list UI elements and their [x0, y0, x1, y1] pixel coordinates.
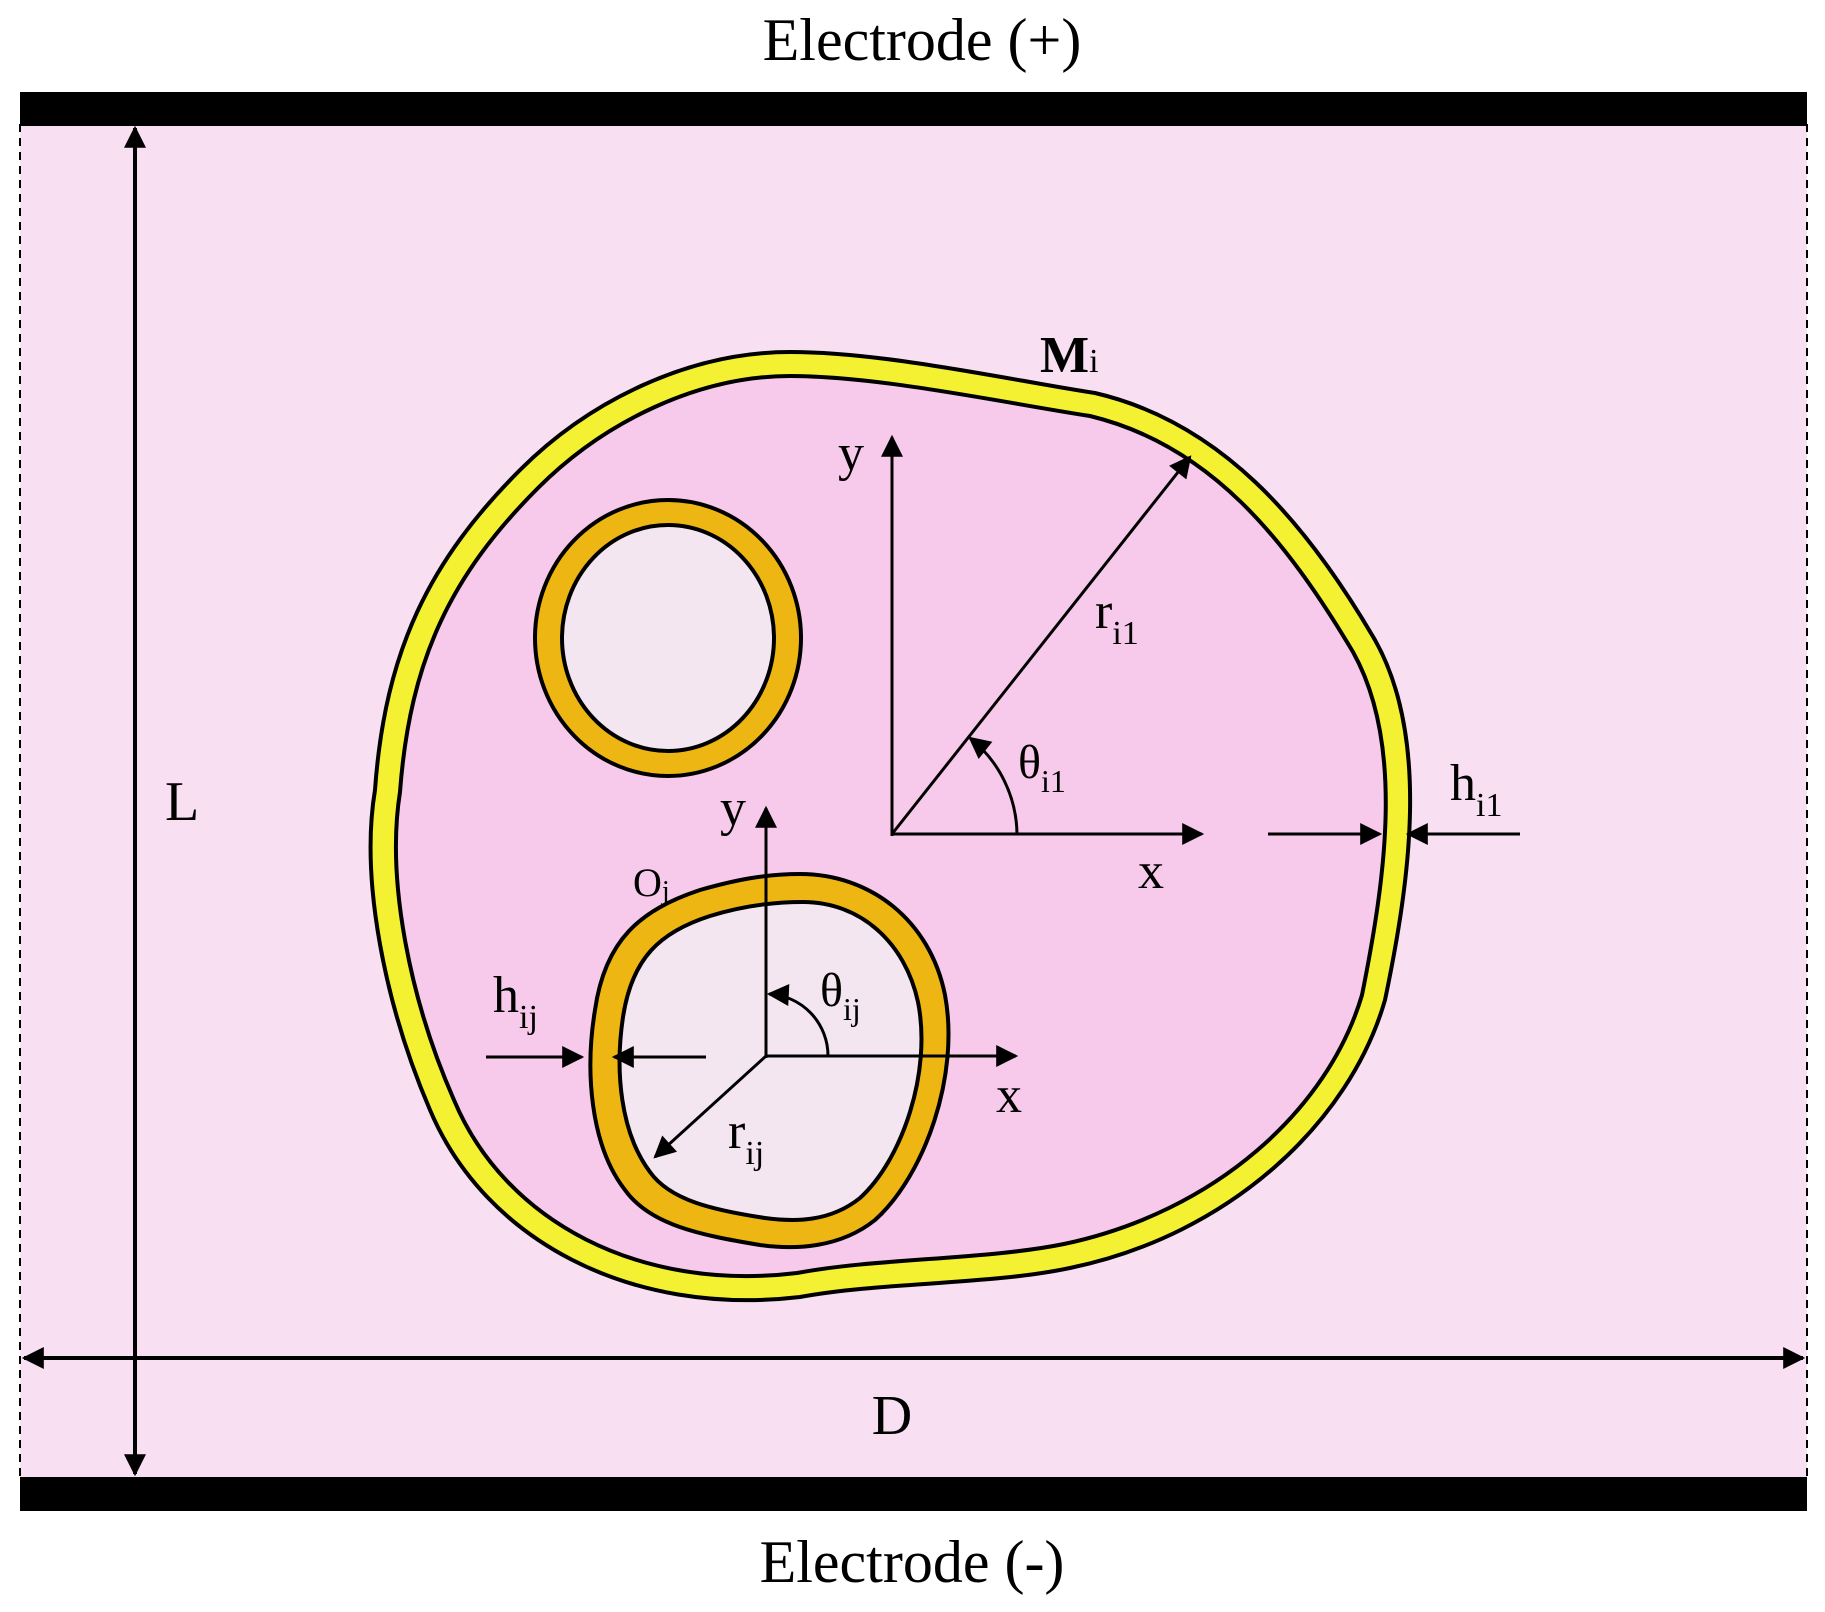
cell-angle-arc — [968, 736, 1019, 835]
bottom-electrode-label: Electrode (-) — [760, 1529, 1065, 1595]
nucleus-angle-arc — [766, 983, 830, 1057]
top-electrode — [20, 92, 1807, 126]
nucleus-radius-label: rij — [728, 1103, 764, 1172]
nucleus-y-label: y — [720, 780, 746, 837]
nucleus-radius-arrow — [653, 1054, 768, 1159]
width-label: D — [872, 1385, 912, 1447]
bottom-electrode — [20, 1477, 1807, 1511]
cell-radius-arrow — [890, 455, 1192, 835]
cell-angle-label: θi1 — [1018, 736, 1066, 799]
nucleus-angle-label: θij — [820, 964, 861, 1027]
top-electrode-label: Electrode (+) — [763, 7, 1082, 73]
lower-nucleoplasm — [617, 899, 924, 1222]
cell-membrane-label: Mi — [1040, 327, 1099, 384]
cell-x-label: x — [1138, 843, 1164, 900]
nucleus-x-label: x — [996, 1067, 1022, 1124]
cell-radius-label: ri1 — [1095, 583, 1139, 652]
cell-y-label: y — [838, 425, 864, 482]
nucleus-thickness-label: hij — [493, 967, 538, 1036]
cell-thickness-label: hi1 — [1450, 755, 1502, 824]
upper-nucleoplasm — [560, 523, 776, 753]
nucleus-origin-label: Oj — [633, 860, 670, 907]
height-label: L — [165, 771, 199, 833]
